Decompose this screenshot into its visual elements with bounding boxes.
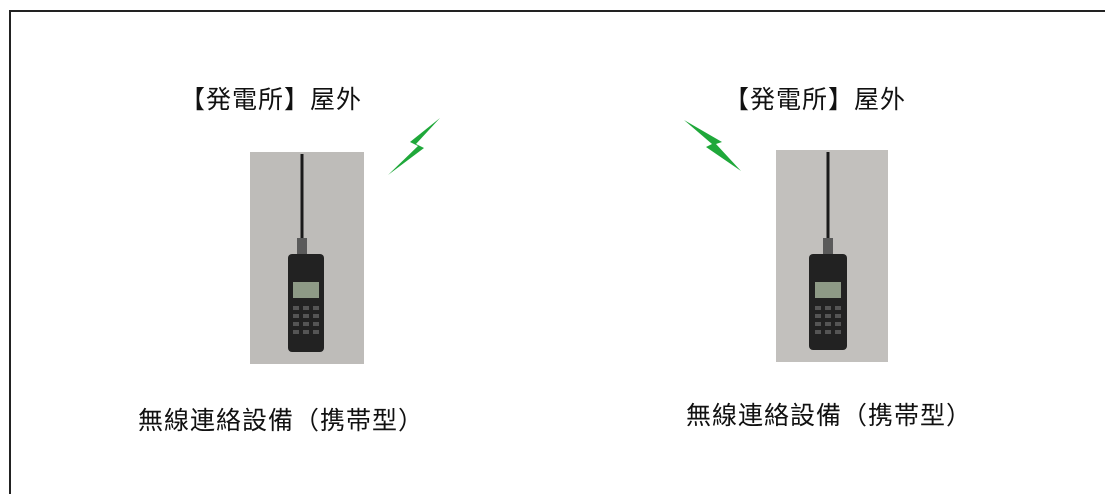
radio-image	[250, 152, 364, 364]
left-location-label: 【発電所】屋外	[180, 85, 363, 114]
left-device-caption: 無線連絡設備（携帯型）	[138, 406, 425, 435]
right-device-caption: 無線連絡設備（携帯型）	[686, 401, 973, 430]
right-radio-photo	[776, 150, 888, 362]
radio-image	[776, 150, 888, 362]
signal-icon-left	[388, 118, 442, 176]
left-radio-photo	[250, 152, 364, 364]
signal-icon-right	[684, 120, 742, 172]
right-location-label: 【発電所】屋外	[724, 85, 907, 114]
diagram-frame	[9, 10, 1105, 494]
